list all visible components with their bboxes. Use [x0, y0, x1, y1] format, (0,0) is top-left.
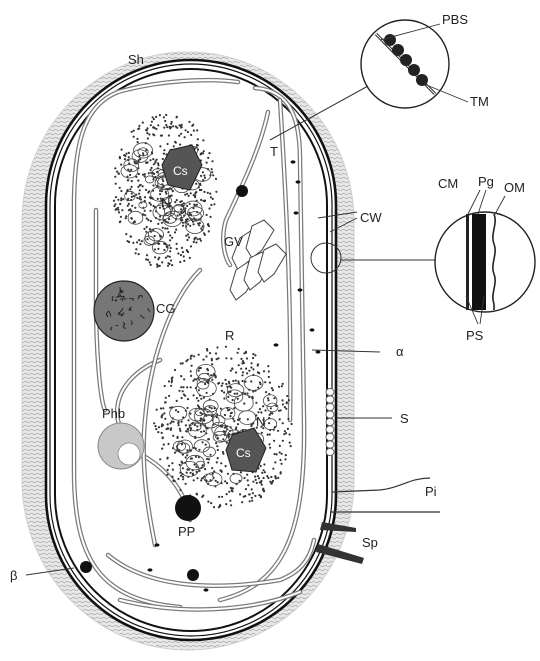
carboxysome-bottom-label: Cs: [236, 446, 251, 460]
label-spinae: Sp: [362, 535, 378, 550]
polyphosphate-granule: [175, 495, 201, 521]
label-sheath: Sh: [128, 52, 144, 67]
label-thylakoid-membrane: TM: [470, 94, 489, 109]
label-ribosome: R: [225, 328, 234, 343]
label-periplasmic-space: PS: [466, 328, 484, 343]
label-s-layer: S: [400, 411, 409, 426]
cyanophycin-granule: [94, 281, 154, 341]
label-beta-granule: β: [10, 568, 17, 583]
label-pili: Pi: [425, 484, 437, 499]
label-thylakoid: T: [270, 144, 278, 159]
label-cytoplasmic-membrane: CM: [438, 176, 458, 191]
label-nucleoid-bottom: N: [256, 414, 265, 429]
label-phycobilisome: PBS: [442, 12, 468, 27]
label-gas-vesicle: GV: [224, 234, 243, 249]
label-peptidoglycan: Pg: [478, 174, 494, 189]
label-cyanophycin-granule: CG: [156, 301, 176, 316]
label-nucleoid-top: N: [161, 195, 170, 210]
label-outer-membrane: OM: [504, 180, 525, 195]
label-alpha-granule: α: [396, 344, 404, 359]
carboxysome-top-label: Cs: [173, 164, 188, 178]
label-cell-wall: CW: [360, 210, 382, 225]
label-polyphosphate: PP: [178, 524, 195, 539]
s-layer: [326, 388, 334, 455]
label-polyhydroxybutyrate: Phb: [102, 406, 125, 421]
phb-granule-core: [118, 443, 140, 465]
